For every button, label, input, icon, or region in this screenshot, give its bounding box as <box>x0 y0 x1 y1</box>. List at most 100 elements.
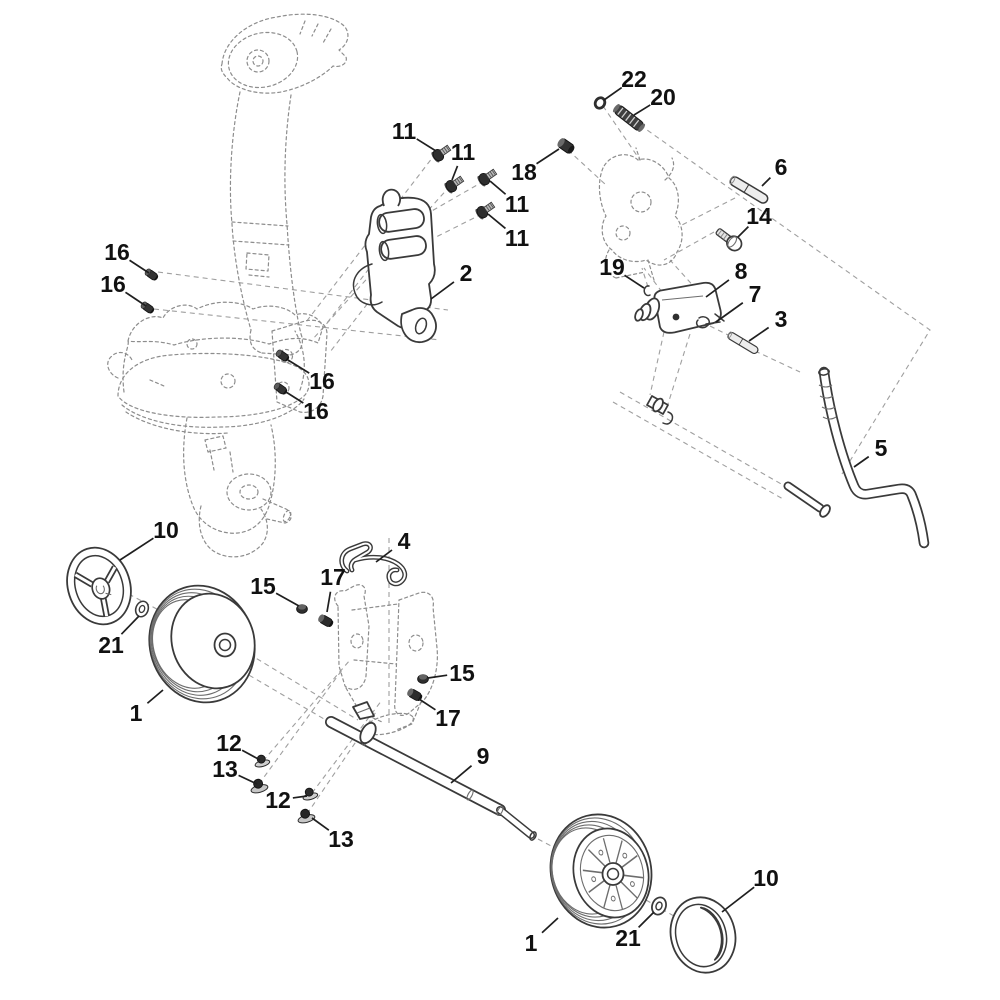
part-label-10-19: 10 <box>153 517 179 543</box>
part-label-16-9: 16 <box>104 239 130 265</box>
part-label-12-27: 12 <box>216 730 242 756</box>
part-label-2-13: 2 <box>460 260 473 286</box>
screw-part17-a <box>316 612 336 629</box>
wheel-spokes <box>582 838 644 910</box>
part-label-21-33: 21 <box>615 925 641 951</box>
crank-rod-part5 <box>818 366 930 549</box>
leader-line-part11 <box>489 180 507 195</box>
part-label-3-17: 3 <box>775 306 788 332</box>
part-label-11-3: 11 <box>505 225 530 251</box>
part-label-16-10: 16 <box>100 271 126 297</box>
leader-line-part22 <box>603 86 623 101</box>
wire-clip-part4 <box>339 541 408 587</box>
wheel-part1-right <box>549 813 653 929</box>
part-label-4-22: 4 <box>398 528 411 554</box>
bolt-part14 <box>715 228 743 252</box>
part-label-14-8: 14 <box>746 203 772 229</box>
leader-line-part9 <box>450 765 473 784</box>
part-label-17-26: 17 <box>435 705 461 731</box>
part-label-1-32: 1 <box>525 930 538 956</box>
pin-part3 <box>725 330 760 356</box>
leader-line-part6 <box>761 177 771 187</box>
leader-line-part11 <box>487 213 506 230</box>
wheel-cap-part10-left <box>66 546 132 626</box>
leader-line-part21 <box>638 911 655 928</box>
mounting-bracket-part2 <box>352 188 437 343</box>
screw-part13-b <box>295 806 317 825</box>
leader-line-part11 <box>416 138 437 152</box>
part-label-15-24: 15 <box>250 573 276 599</box>
spring-part20 <box>612 104 646 132</box>
nut-part15-b <box>417 673 429 684</box>
leader-line-part21 <box>120 615 140 635</box>
screw-part12-b <box>300 785 319 802</box>
leader-line-part12 <box>241 749 261 761</box>
pivot-block-part8 <box>634 281 722 334</box>
part-label-10-34: 10 <box>753 865 779 891</box>
part-label-21-20: 21 <box>98 632 124 658</box>
leader-line-part14 <box>737 226 749 238</box>
pin-part6 <box>727 174 771 206</box>
leader-line-part4 <box>375 549 393 563</box>
leader-line-part16 <box>125 291 147 307</box>
part-label-20-5: 20 <box>650 84 676 110</box>
washer-part22 <box>593 96 607 110</box>
part-label-8-15: 8 <box>735 258 748 284</box>
part-label-16-11: 16 <box>309 368 335 394</box>
leader-line-part18 <box>536 148 560 165</box>
latch-mechanism-ghost <box>598 147 683 281</box>
assembly-guide-lines <box>96 105 931 932</box>
part-label-5-18: 5 <box>875 435 888 461</box>
leader-line-part15 <box>275 592 300 607</box>
part-label-9-31: 9 <box>477 743 490 769</box>
leader-line-part12 <box>292 795 308 799</box>
leader-line-part16 <box>287 359 310 374</box>
leader-line-part1 <box>541 917 559 934</box>
part-label-11-1: 11 <box>451 139 476 165</box>
leader-line-part5 <box>853 455 870 468</box>
part-label-11-0: 11 <box>392 118 417 144</box>
leader-line-part10 <box>721 886 755 913</box>
part-label-12-29: 12 <box>265 787 291 813</box>
leader-line-part20 <box>633 104 651 116</box>
washer-part21-left <box>132 598 152 620</box>
leader-line-part1 <box>146 689 164 704</box>
handle-column-ghost <box>220 13 349 356</box>
axle-part9 <box>325 701 537 841</box>
leader-line-part16 <box>285 391 304 404</box>
leader-line-part15 <box>427 674 448 679</box>
leader-line-part13 <box>238 774 258 785</box>
part-label-13-30: 13 <box>328 826 354 852</box>
part-label-6-7: 6 <box>775 154 788 180</box>
leader-line-part17 <box>418 698 436 711</box>
part-label-16-12: 16 <box>303 398 329 424</box>
part-label-1-21: 1 <box>130 700 143 726</box>
nut-part18 <box>555 136 577 156</box>
leader-line-part2 <box>430 281 455 300</box>
screw-part11-b <box>442 173 467 196</box>
leader-line-part8 <box>705 279 730 298</box>
wheel-part1-left <box>148 584 256 704</box>
screw-part16-a <box>143 267 160 283</box>
screw-part11-a <box>429 142 454 165</box>
part-label-15-25: 15 <box>449 660 475 686</box>
leader-line-part11 <box>451 165 459 181</box>
leader-line-part13 <box>311 817 330 831</box>
leader-line-part17 <box>326 591 332 613</box>
leader-line-part19 <box>624 274 645 289</box>
e-clip-part19 <box>643 285 651 297</box>
leader-line-part7 <box>715 302 744 323</box>
torsion-spring-part7 <box>695 313 725 329</box>
leader-line-part3 <box>748 326 770 342</box>
part-label-7-16: 7 <box>749 281 762 307</box>
part-label-22-4: 22 <box>621 66 647 92</box>
gearbox-housing-ghost <box>107 301 328 558</box>
part-label-17-23: 17 <box>320 564 346 590</box>
wheel-cap-part10-right <box>669 896 737 974</box>
leader-line-part16 <box>129 259 150 274</box>
axle-reference-ghost <box>646 395 831 518</box>
part-label-19-14: 19 <box>599 254 625 280</box>
